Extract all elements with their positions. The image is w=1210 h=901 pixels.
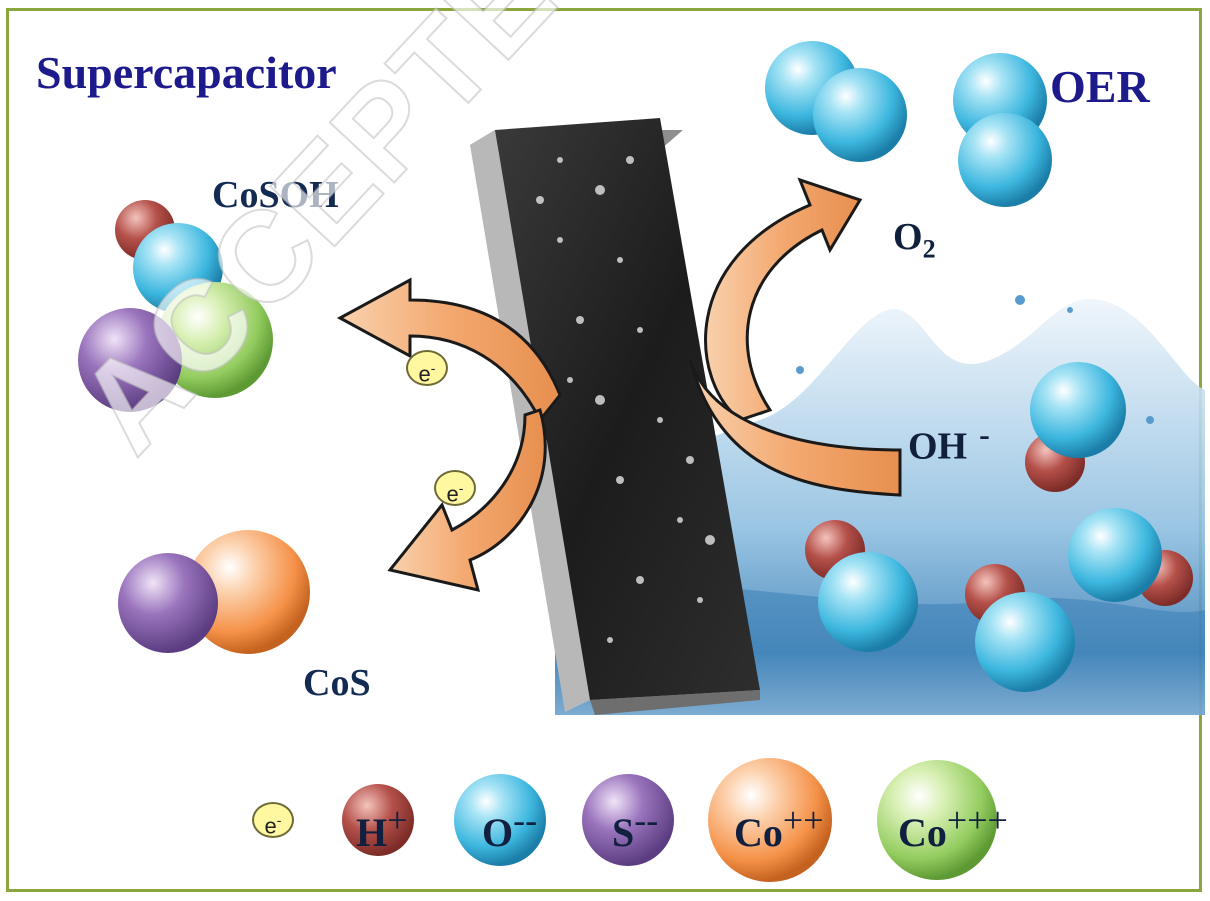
oh-ion-3 <box>965 564 1075 692</box>
oh-base: OH <box>908 425 968 468</box>
oh-ion-2 <box>805 520 918 652</box>
electron-badge-upper: e- <box>406 350 448 386</box>
legend-co3-charge: +++ <box>946 800 1008 840</box>
oh-ion-4 <box>1068 508 1193 606</box>
cosoh-label: CoSOH <box>212 174 339 216</box>
cos-label: CoS <box>303 662 371 704</box>
legend-h-label: H+ <box>356 802 407 853</box>
electron-badge-lower: e- <box>434 470 476 506</box>
legend-sphere-h <box>342 784 414 856</box>
legend-s-label: S-- <box>612 802 658 853</box>
legend-s-symbol: S <box>612 810 635 855</box>
legend-o-symbol: O <box>482 810 514 855</box>
o2-molecule-1 <box>765 41 907 162</box>
legend-electron-charge: - <box>276 812 282 828</box>
legend-co2-charge: ++ <box>782 800 824 840</box>
electron-base: e <box>418 361 431 387</box>
legend-o-charge: -- <box>513 800 538 840</box>
legend-co2-symbol: Co <box>734 810 783 855</box>
legend-electron-symbol: e <box>264 813 277 839</box>
electron-charge: - <box>430 360 436 376</box>
legend-co3-label: Co+++ <box>898 802 1008 853</box>
o2-base: O <box>893 216 923 258</box>
oh-ion-1 <box>1025 362 1126 492</box>
arrow-to-cos <box>387 408 547 593</box>
supercapacitor-title: Supercapacitor <box>36 47 337 98</box>
oh-label: OH- <box>908 418 990 466</box>
arrow-from-oh <box>688 359 902 497</box>
o2-molecule-2 <box>953 53 1052 207</box>
oer-title: OER <box>1050 61 1150 112</box>
cosoh-molecule <box>78 200 273 412</box>
cos-molecule <box>118 530 310 654</box>
o2-subscript: 2 <box>922 234 936 264</box>
legend-s-charge: -- <box>634 800 659 840</box>
o2-label: O2 <box>893 218 936 263</box>
oh-superscript: - <box>979 416 990 452</box>
legend-h-symbol: H <box>356 810 388 855</box>
arrow-to-o2 <box>704 177 863 422</box>
legend-sphere-co2 <box>708 758 832 882</box>
electron-base: e <box>446 481 459 507</box>
electron-charge: - <box>458 480 464 496</box>
legend-sphere-s <box>582 774 674 866</box>
legend-electron: e- <box>252 802 294 838</box>
legend-co3-symbol: Co <box>898 810 947 855</box>
arrow-to-cosoh <box>336 277 562 423</box>
legend-spheres <box>342 758 997 882</box>
legend-co2-label: Co++ <box>734 802 824 853</box>
legend-sphere-co3 <box>877 760 997 880</box>
legend-h-charge: + <box>387 800 408 840</box>
legend-o-label: O-- <box>482 802 537 853</box>
legend-sphere-o <box>454 774 546 866</box>
